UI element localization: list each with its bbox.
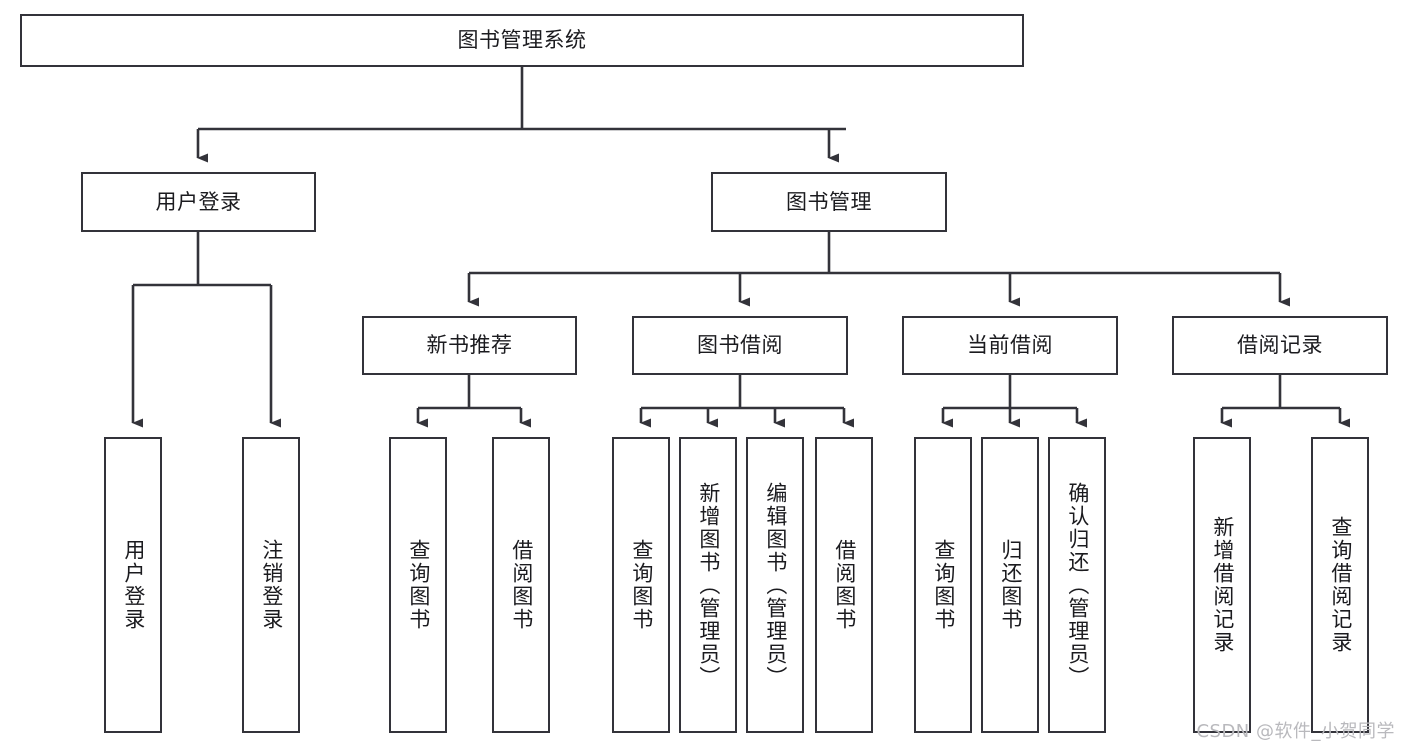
leaf-query-book-borrow[interactable]: 查询图书 xyxy=(612,437,670,733)
node-borrow-record[interactable]: 借阅记录 xyxy=(1172,316,1388,375)
node-label: 新增借阅记录 xyxy=(1210,516,1235,654)
node-label: 查询图书 xyxy=(629,539,654,631)
node-label: 当前借阅 xyxy=(967,333,1053,358)
node-label: 归还图书 xyxy=(998,539,1023,631)
node-user-login[interactable]: 用户登录 xyxy=(81,172,316,232)
node-label: 确认归还（管理员） xyxy=(1065,481,1090,689)
node-label: 查询图书 xyxy=(931,539,956,631)
node-label: 查询借阅记录 xyxy=(1328,516,1353,654)
node-label: 借阅图书 xyxy=(832,539,857,631)
node-label: 图书管理系统 xyxy=(457,28,587,53)
leaf-return-book[interactable]: 归还图书 xyxy=(981,437,1039,733)
node-label: 图书管理 xyxy=(786,189,872,214)
leaf-query-book-current[interactable]: 查询图书 xyxy=(914,437,972,733)
node-label: 用户登录 xyxy=(121,539,146,631)
node-label: 编辑图书（管理员） xyxy=(763,481,788,689)
node-label: 图书借阅 xyxy=(697,333,783,358)
node-label: 新书推荐 xyxy=(426,333,513,358)
node-label: 借阅记录 xyxy=(1237,333,1323,358)
node-root-book-management-system[interactable]: 图书管理系统 xyxy=(20,14,1024,67)
leaf-logout[interactable]: 注销登录 xyxy=(242,437,300,733)
node-label: 新增图书（管理员） xyxy=(696,481,721,689)
node-label: 注销登录 xyxy=(259,539,284,631)
leaf-confirm-return-admin[interactable]: 确认归还（管理员） xyxy=(1048,437,1106,733)
node-book-borrow[interactable]: 图书借阅 xyxy=(632,316,848,375)
node-label: 用户登录 xyxy=(155,189,242,214)
leaf-borrow-book[interactable]: 借阅图书 xyxy=(815,437,873,733)
leaf-add-borrow-record[interactable]: 新增借阅记录 xyxy=(1193,437,1251,733)
node-new-book-recommend[interactable]: 新书推荐 xyxy=(362,316,577,375)
node-label: 借阅图书 xyxy=(509,539,534,631)
leaf-user-login[interactable]: 用户登录 xyxy=(104,437,162,733)
leaf-borrow-book-new[interactable]: 借阅图书 xyxy=(492,437,550,733)
leaf-add-book-admin[interactable]: 新增图书（管理员） xyxy=(679,437,737,733)
node-label: 查询图书 xyxy=(406,539,431,631)
leaf-query-borrow-record[interactable]: 查询借阅记录 xyxy=(1311,437,1369,733)
node-current-borrow[interactable]: 当前借阅 xyxy=(902,316,1118,375)
leaf-query-book-new[interactable]: 查询图书 xyxy=(389,437,447,733)
leaf-edit-book-admin[interactable]: 编辑图书（管理员） xyxy=(746,437,804,733)
node-book-management[interactable]: 图书管理 xyxy=(711,172,947,232)
